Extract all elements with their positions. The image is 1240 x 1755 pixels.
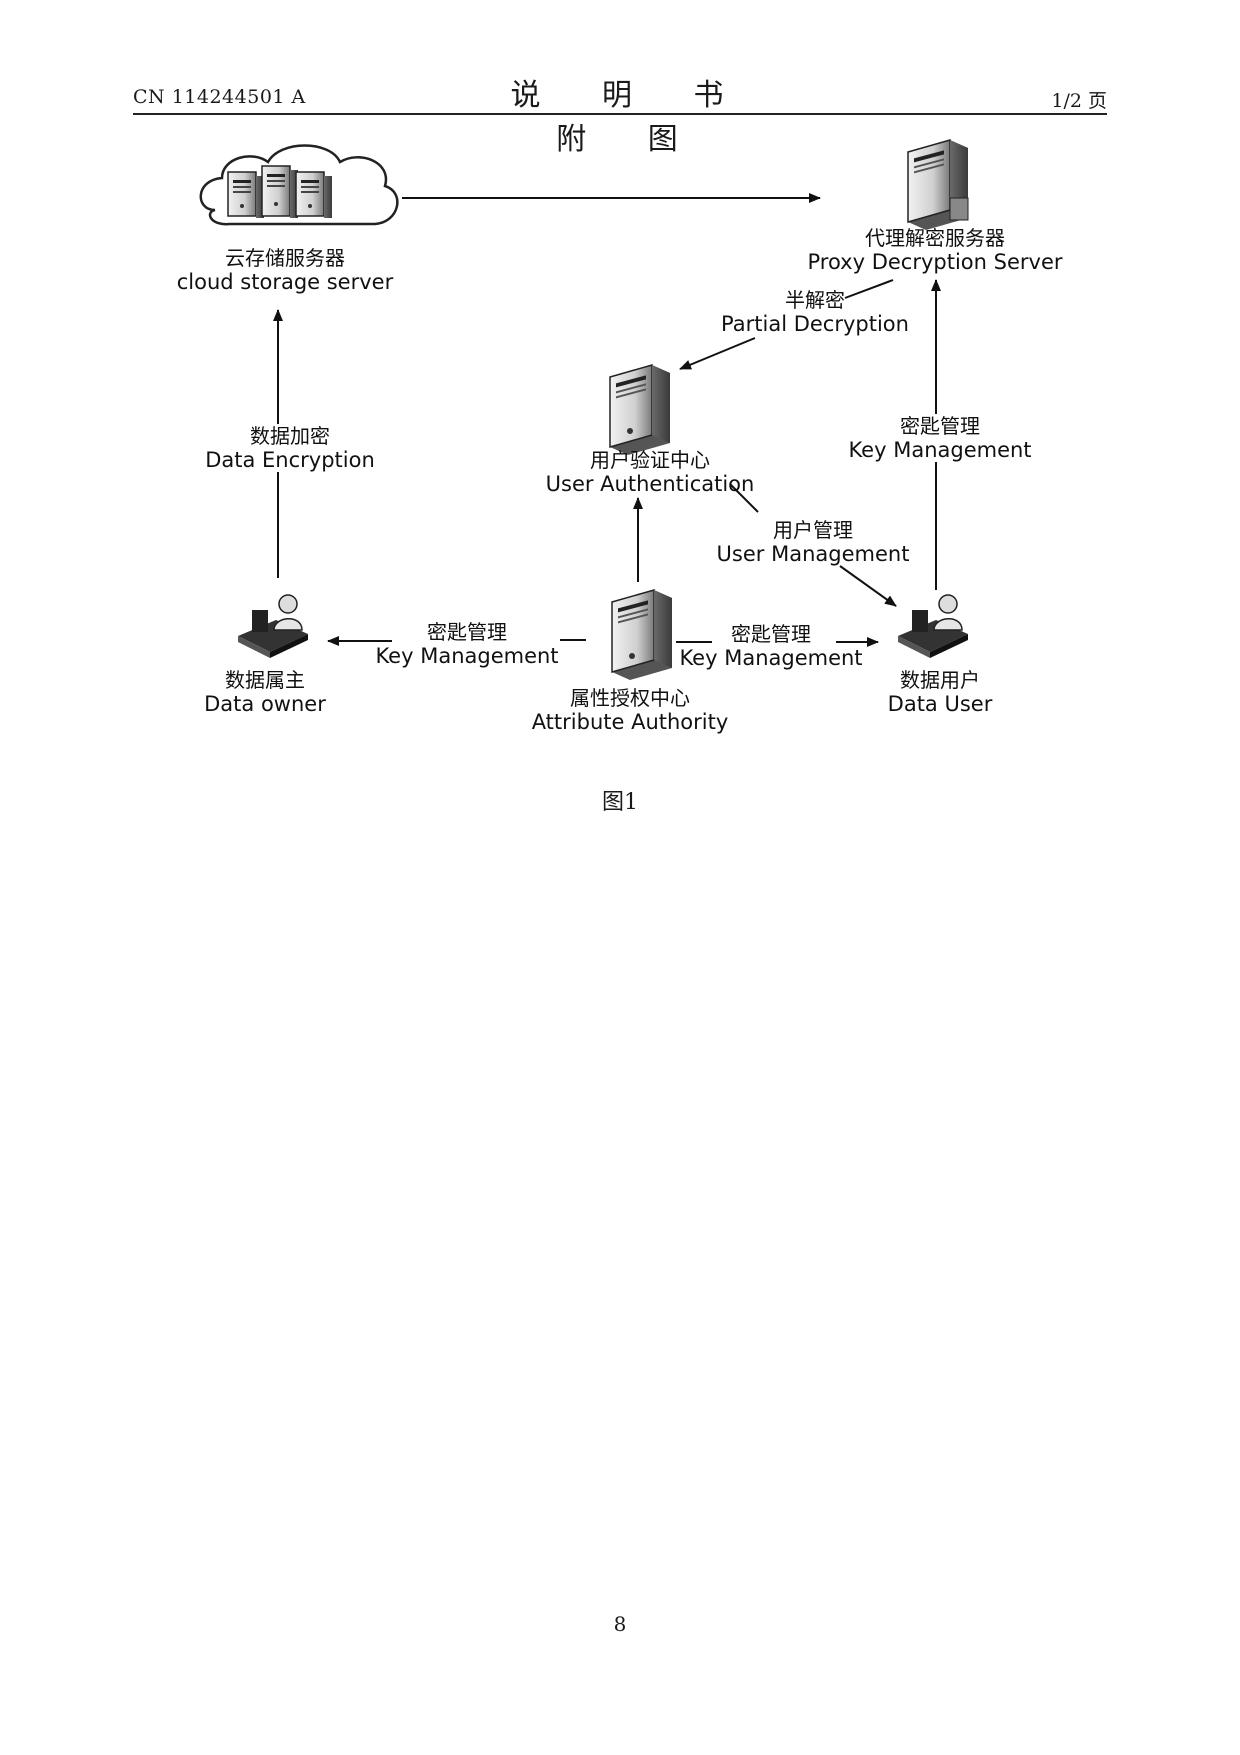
key-mgmt-proxy-label-zh: 密匙管理 (900, 414, 980, 438)
key-mgmt-user-label: 密匙管理 Key Management (676, 622, 866, 670)
data-user-label-zh: 数据用户 (900, 668, 980, 692)
key-mgmt-proxy-label: 密匙管理 Key Management (845, 414, 1035, 462)
attribute-authority-label: 属性授权中心 Attribute Authority (520, 686, 740, 734)
cloud-storage-label-en: cloud storage server (176, 270, 394, 294)
data-encryption-label-zh: 数据加密 (250, 424, 330, 448)
user-management-label-en: User Management (716, 542, 910, 566)
page-number: 8 (613, 1612, 627, 1636)
key-mgmt-user-label-zh: 密匙管理 (731, 622, 811, 646)
data-user-label-en: Data User (887, 692, 993, 716)
key-mgmt-owner-label-zh: 密匙管理 (427, 620, 507, 644)
attribute-authority-label-zh: 属性授权中心 (570, 686, 690, 710)
arrow-proxy-to-auth (679, 337, 756, 370)
user-auth-server-icon (609, 364, 670, 455)
partial-decryption-label: 半解密 Partial Decryption (700, 288, 930, 336)
partial-decryption-label-zh: 半解密 (785, 288, 845, 312)
user-auth-label-zh: 用户验证中心 (590, 448, 710, 472)
proxy-server-label-zh: 代理解密服务器 (865, 226, 1005, 250)
data-owner-label-zh: 数据属主 (225, 668, 305, 692)
cloud-server-icon (199, 144, 399, 226)
key-mgmt-owner-label: 密匙管理 Key Management (372, 620, 562, 668)
data-user-user-icon (898, 594, 968, 658)
diagram-canvas (199, 139, 969, 680)
arrow-auth-to-user-upper (729, 483, 759, 513)
figure-caption: 图1 (602, 790, 638, 815)
key-mgmt-proxy-label-en: Key Management (848, 438, 1032, 462)
key-mgmt-user-label-en: Key Management (679, 646, 863, 670)
data-owner-label: 数据属主 Data owner (190, 668, 340, 716)
cloud-storage-label: 云存储服务器 cloud storage server (160, 246, 410, 294)
user-management-label-zh: 用户管理 (773, 518, 853, 542)
arrow-proxy-to-auth-upper (844, 279, 894, 299)
attribute-authority-server-icon (611, 589, 672, 680)
user-auth-label: 用户验证中心 User Authentication (540, 448, 760, 496)
proxy-server-label: 代理解密服务器 Proxy Decryption Server (800, 226, 1070, 274)
cloud-storage-label-zh: 云存储服务器 (225, 246, 345, 270)
data-owner-label-en: Data owner (204, 692, 326, 716)
proxy-server-icon (907, 139, 969, 230)
data-owner-user-icon (238, 594, 308, 658)
system-diagram: 云存储服务器 cloud storage server 代理解密服务器 Prox… (0, 0, 1240, 760)
data-user-label: 数据用户 Data User (870, 668, 1010, 716)
data-encryption-label: 数据加密 Data Encryption (190, 424, 390, 472)
header-rule (133, 113, 1107, 115)
attribute-authority-label-en: Attribute Authority (531, 710, 729, 734)
user-management-label: 用户管理 User Management (708, 518, 918, 566)
document-number: CN 114244501 A (133, 86, 306, 108)
page-title: 说 明 书 附 图 (510, 78, 750, 157)
partial-decryption-label-en: Partial Decryption (721, 312, 909, 336)
arrow-auth-to-user (839, 565, 897, 607)
user-auth-label-en: User Authentication (545, 472, 755, 496)
key-mgmt-owner-label-en: Key Management (375, 644, 559, 668)
data-encryption-label-en: Data Encryption (205, 448, 375, 472)
page-indicator: 1/2 页 (1051, 90, 1107, 112)
proxy-server-label-en: Proxy Decryption Server (807, 250, 1063, 274)
